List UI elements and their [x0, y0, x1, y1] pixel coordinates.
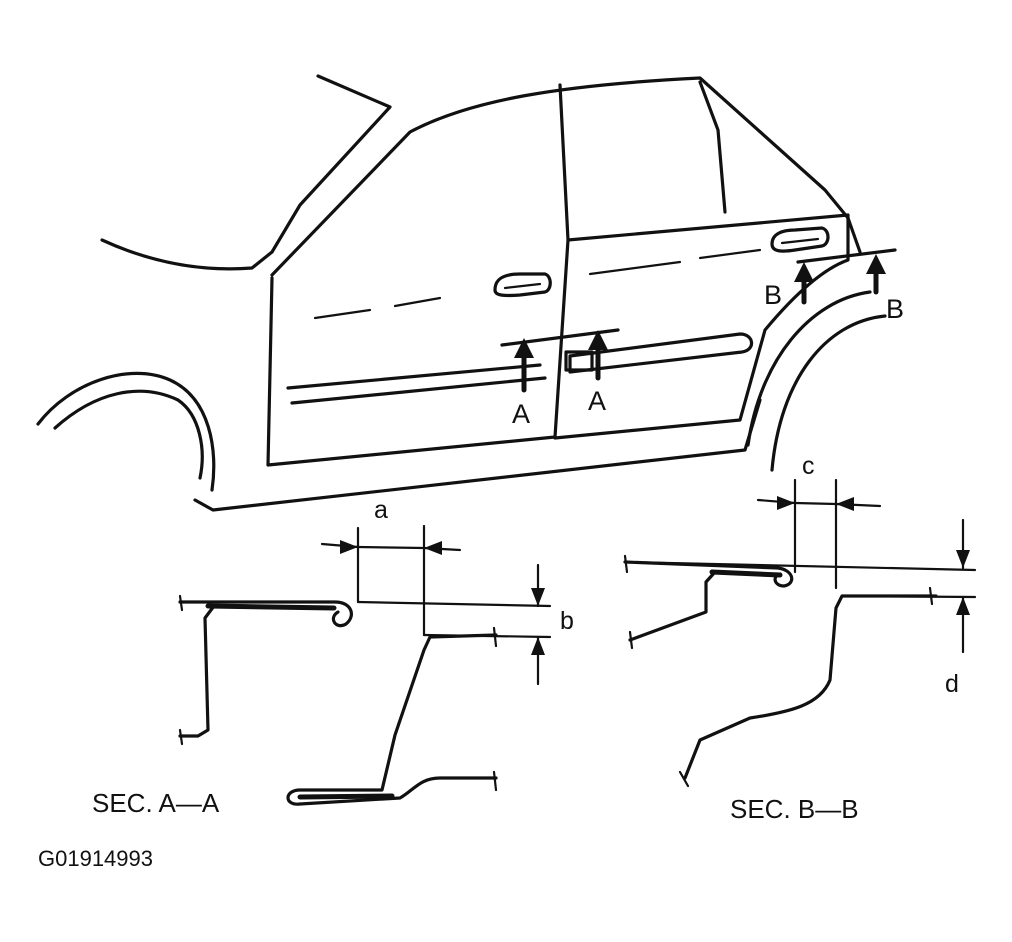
dimension-b-label: b [560, 607, 574, 635]
sec-a-left-profile [178, 600, 353, 738]
rear-wheel-arch [746, 290, 872, 447]
front-wheel-arch [36, 371, 216, 492]
section-b-cut-line [796, 248, 897, 264]
section-a-indicators: A A [500, 328, 620, 429]
dim-c-arrow-right [836, 497, 854, 511]
callout-b-right: B [886, 294, 904, 324]
front-door-molding-top [286, 363, 542, 390]
dim-d-arrow-top [956, 550, 970, 568]
sec-a-right-profile [286, 633, 498, 806]
callout-b-left: B [764, 280, 782, 310]
sec-b-right-profile [683, 594, 938, 780]
rear-door-molding-outline [568, 332, 754, 374]
c-pillar [698, 80, 727, 214]
sec-b-left-molding [709, 569, 783, 578]
section-b-b-title: SEC. B—B [730, 794, 859, 824]
rocker-line [193, 398, 762, 512]
roof-line [270, 76, 862, 277]
dim-b-arrow-top [531, 588, 545, 606]
section-a-a-title: SEC. A—A [92, 788, 220, 818]
rear-wheel-arch-inner [770, 314, 887, 472]
section-a-arrow-left-head [514, 338, 534, 358]
hood-line [100, 238, 274, 271]
belt-dash-rear [588, 248, 762, 276]
front-door-handle [493, 272, 552, 298]
sec-a-right-end-ticks [492, 626, 498, 792]
section-b-arrow-right-head [866, 254, 886, 274]
windshield-line [270, 74, 392, 254]
dim-b-ext-top [356, 600, 552, 608]
section-b-arrow-left-head [794, 262, 814, 282]
dim-c-line [793, 501, 838, 506]
front-door-handle-recess [503, 282, 542, 290]
section-a-arrow-right-head [588, 330, 608, 350]
section-b-b-detail: c d SEC. B—B [623, 452, 977, 824]
dim-a-arrow-left [340, 540, 358, 554]
callout-a-right: A [588, 386, 606, 416]
dim-a-arrow-right [424, 541, 442, 555]
dimension-d-label: d [945, 670, 959, 698]
callout-a-left: A [512, 399, 530, 429]
figure-code: G01914993 [38, 846, 153, 871]
front-wheel-arch-inner [53, 389, 204, 480]
rear-door-handle [770, 226, 830, 253]
dimension-c-label: c [802, 452, 815, 480]
rear-door-handle-recess [780, 237, 820, 245]
car-side-view [36, 74, 887, 512]
sec-b-right-end-ticks [678, 586, 934, 788]
section-a-a-detail: a b SEC. A—A [92, 496, 574, 818]
belt-dash-front [313, 296, 442, 320]
sec-a-right-molding [297, 793, 395, 800]
dim-a-line [356, 545, 426, 550]
front-door-molding-bottom [290, 376, 547, 405]
dimension-a-label: a [374, 496, 388, 524]
sec-a-left-end-tick [178, 594, 184, 746]
sec-a-left-molding [205, 603, 337, 611]
molding-joint-clip [564, 350, 594, 372]
section-b-indicators: B B [764, 248, 904, 324]
dim-b-arrow-bottom [531, 637, 545, 655]
sec-b-left-end-ticks [623, 554, 634, 650]
dim-d-arrow-bottom [956, 597, 970, 615]
dim-c-arrow-left [777, 496, 795, 510]
sec-b-left-profile [623, 560, 794, 642]
